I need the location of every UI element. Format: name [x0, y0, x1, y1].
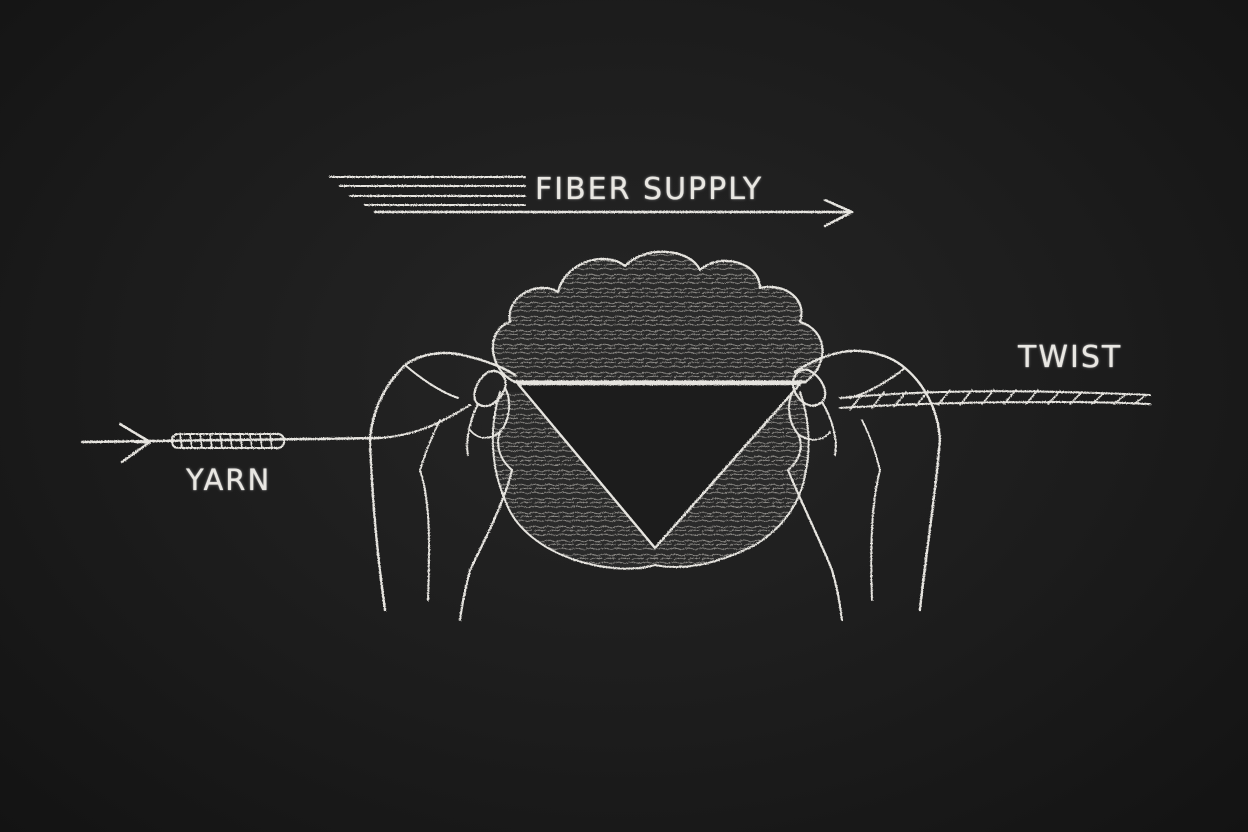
yarn-arrow	[80, 404, 471, 464]
right-hand	[786, 349, 942, 622]
fiber-cloud	[491, 250, 824, 570]
twist-label: TWIST	[1018, 340, 1123, 375]
fiber-supply-label: FIBER SUPPLY	[535, 172, 764, 207]
left-hand	[368, 351, 517, 622]
twisted-yarn	[839, 389, 1151, 411]
yarn-label: YARN	[186, 463, 272, 497]
fiber-supply-arrow	[329, 176, 854, 228]
